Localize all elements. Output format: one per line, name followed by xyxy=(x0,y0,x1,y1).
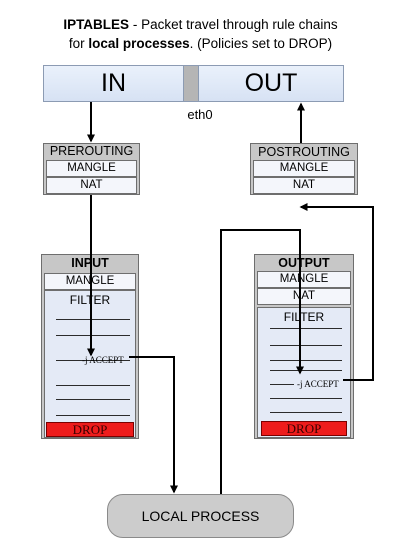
title-local-processes: local processes xyxy=(88,36,190,51)
prerouting-nat: NAT xyxy=(46,177,137,194)
flow-local-to-output xyxy=(220,229,304,494)
diagram-title: IPTABLES - Packet travel through rule ch… xyxy=(0,15,401,53)
postrouting-mangle: MANGLE xyxy=(253,160,355,177)
input-accept-dash xyxy=(59,360,77,361)
prerouting-chain-name: PREROUTING xyxy=(49,144,134,158)
output-drop-policy: DROP xyxy=(261,421,347,436)
output-rule-line xyxy=(270,370,342,371)
interface-in: IN xyxy=(43,65,184,102)
input-rule-line xyxy=(56,399,130,400)
output-chain: OUTPUT MANGLE NAT FILTER -j ACCEPT DROP xyxy=(254,254,354,439)
input-rule-line xyxy=(56,319,130,320)
interface-out-label: OUT xyxy=(244,69,298,97)
prerouting-chain: PREROUTING MANGLE NAT xyxy=(43,143,140,195)
interface-in-label: IN xyxy=(101,69,126,97)
input-accept-rule: -j ACCEPT xyxy=(82,355,124,365)
interface-out: OUT xyxy=(198,65,344,102)
title-iptables: IPTABLES xyxy=(63,17,130,32)
output-mangle: MANGLE xyxy=(257,271,351,288)
input-filter-label: FILTER xyxy=(69,293,111,307)
output-rule-line xyxy=(270,328,342,329)
output-chain-name: OUTPUT xyxy=(278,256,330,270)
output-rule-line xyxy=(270,360,342,361)
title-line-2-post: . (Policies set to DROP) xyxy=(189,36,333,51)
postrouting-chain: POSTROUTING MANGLE NAT xyxy=(250,143,358,195)
output-rule-line xyxy=(270,345,342,346)
input-drop-policy: DROP xyxy=(46,422,134,437)
title-line-2-pre: for xyxy=(68,36,89,51)
interface-separator xyxy=(184,65,198,102)
title-line-1: IPTABLES - Packet travel through rule ch… xyxy=(0,15,401,34)
postrouting-nat: NAT xyxy=(253,177,355,194)
local-process: LOCAL PROCESS xyxy=(107,494,294,538)
input-rule-line xyxy=(56,360,130,361)
output-accept-rule: -j ACCEPT xyxy=(297,379,339,389)
input-rule-line xyxy=(56,335,130,336)
prerouting-mangle: MANGLE xyxy=(46,160,137,177)
output-accept-dash xyxy=(270,384,294,385)
interface-name: eth0 xyxy=(187,107,213,122)
output-nat: NAT xyxy=(257,288,351,305)
output-rule-line xyxy=(270,412,342,413)
flow-output-accept-to-postrouting xyxy=(299,203,374,381)
output-filter-label: FILTER xyxy=(283,310,325,324)
input-rule-line xyxy=(56,415,130,416)
output-rule-line xyxy=(270,398,342,399)
output-filter: FILTER -j ACCEPT DROP xyxy=(257,307,351,438)
input-rule-line xyxy=(56,385,130,386)
flow-input-accept-to-local xyxy=(129,356,178,494)
title-line-2: for local processes. (Policies set to DR… xyxy=(0,34,401,53)
postrouting-chain-name: POSTROUTING xyxy=(258,145,350,159)
title-line-1-text: - Packet travel through rule chains xyxy=(129,17,338,32)
